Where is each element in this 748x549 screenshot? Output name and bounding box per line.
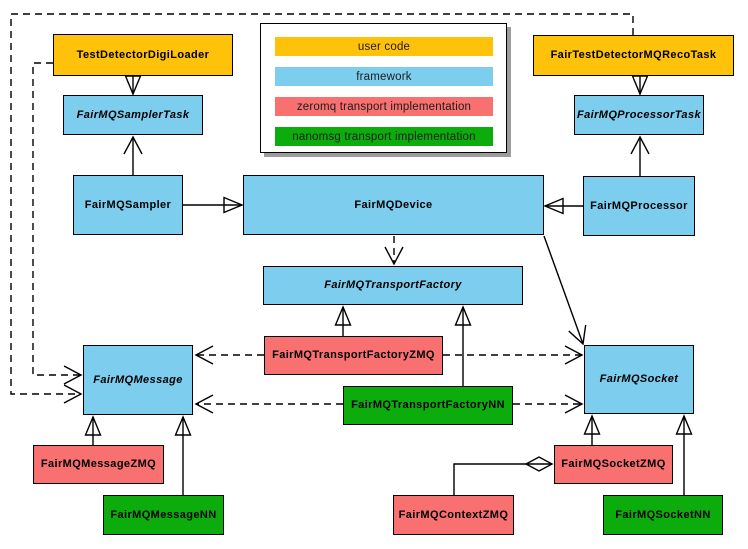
node-fairmqprocessor: FairMQProcessor	[583, 176, 695, 236]
legend-label: framework	[356, 70, 412, 83]
node-fairmqdevice: FairMQDevice	[243, 175, 544, 235]
node-fairmqsocket: FairMQSocket	[584, 345, 694, 414]
node-fairmqsocketnn: FairMQSocketNN	[603, 495, 723, 535]
node-fairmqtransportfactorynn: FairMQTransportFactoryNN	[343, 386, 513, 425]
edge-assoc-device-socket	[543, 235, 587, 346]
legend-item-framework: framework	[275, 67, 493, 86]
node-fairmqsampler: FairMQSampler	[73, 175, 183, 235]
node-fairmqmessagenn: FairMQMessageNN	[103, 495, 224, 535]
legend-item-nanomsg: nanomsg transport implementation	[275, 127, 493, 146]
node-fairmqtransportfactoryzmq: FairMQTransportFactoryZMQ	[264, 336, 443, 375]
node-testdetectordigiloader: TestDetectorDigiLoader	[53, 34, 233, 76]
legend-label: user code	[357, 40, 411, 53]
node-fairtestdetectormqrecotask: FairTestDetectorMQRecoTask	[533, 35, 734, 76]
node-fairmqsamplertask: FairMQSamplerTask	[63, 95, 203, 135]
node-fairmqprocessortask: FairMQProcessorTask	[574, 95, 704, 135]
node-fairmqmessage: FairMQMessage	[83, 345, 193, 415]
node-fairmqmessagezmq: FairMQMessageZMQ	[33, 445, 164, 484]
legend-item-zeromq: zeromq transport implementation	[275, 97, 493, 116]
node-fairmqcontextzmq: FairMQContextZMQ	[393, 495, 514, 535]
legend-label: zeromq transport implementation	[296, 100, 472, 113]
legend: user code framework zeromq transport imp…	[260, 23, 507, 153]
legend-item-user-code: user code	[275, 37, 493, 56]
edge-comp-contextzmq-socketzmq	[453, 456, 554, 495]
node-fairmqsocketzmq: FairMQSocketZMQ	[554, 445, 673, 484]
node-fairmqtransportfactory: FairMQTransportFactory	[263, 266, 523, 305]
legend-label: nanomsg transport implementation	[292, 130, 476, 143]
